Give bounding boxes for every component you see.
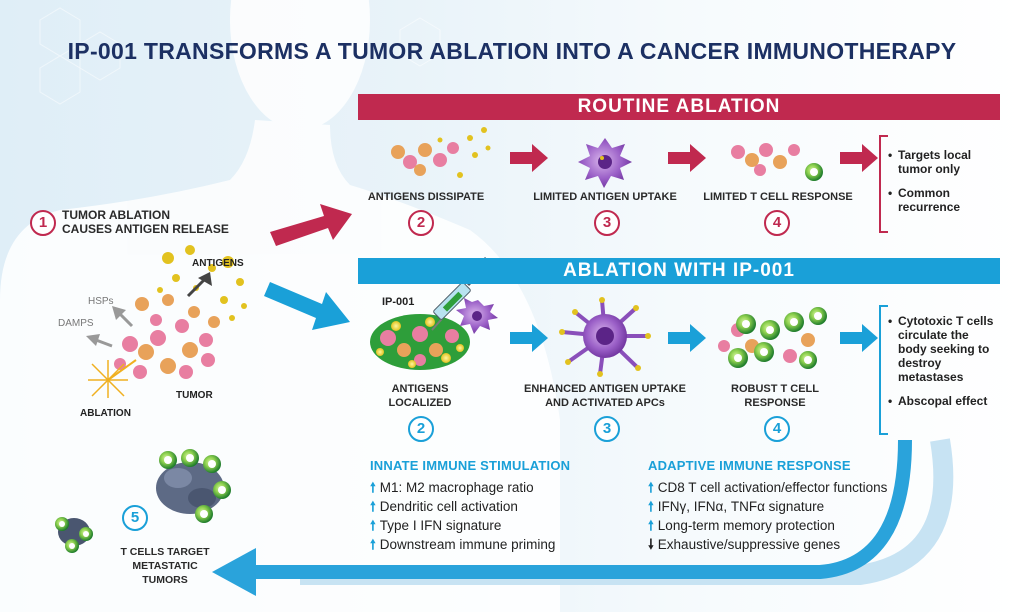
routine-pathway-arrow xyxy=(270,204,352,246)
routine-step-arrows xyxy=(510,144,878,172)
innate-item: 🠕Type I IFN signature xyxy=(370,516,555,535)
step5-number: 5 xyxy=(122,505,148,531)
up-arrow-icon: 🠕 xyxy=(648,499,654,514)
routine-tcell-response xyxy=(731,143,823,181)
ip001-step3-label: ENHANCED ANTIGEN UPTAKE AND ACTIVATED AP… xyxy=(520,382,690,410)
adaptive-item-text: CD8 T cell activation/effector functions xyxy=(657,480,888,495)
routine-step3-number: 3 xyxy=(594,210,620,236)
step1-label-line: TUMOR ABLATION xyxy=(62,208,170,222)
adaptive-item-text: Long-term memory protection xyxy=(657,518,835,533)
up-arrow-icon: 🠕 xyxy=(648,480,654,495)
routine-bracket xyxy=(879,135,888,233)
innate-list: 🠕M1: M2 macrophage ratio 🠕Dendritic cell… xyxy=(370,478,555,554)
antigens-label: ANTIGENS xyxy=(192,258,244,269)
routine-step2-label: ANTIGENS DISSIPATE xyxy=(367,191,485,203)
routine-apc-cell xyxy=(578,138,632,188)
routine-step4-label: LIMITED T CELL RESPONSE xyxy=(703,191,853,203)
ip001-step4-label-line: RESPONSE xyxy=(744,397,806,409)
ip001-step4-label-line: ROBUST T CELL xyxy=(731,383,819,395)
return-arrow-main xyxy=(250,439,912,579)
step1-number: 1 xyxy=(30,210,56,236)
up-arrow-icon: 🠕 xyxy=(648,518,654,533)
up-arrow-icon: 🠕 xyxy=(370,537,376,552)
adaptive-item: 🠕IFNγ, IFNα, TNFα signature xyxy=(648,497,887,516)
ip001-drug-label: IP-001 xyxy=(382,296,415,308)
innate-item-text: Type I IFN signature xyxy=(379,518,502,533)
ip001-step4-number: 4 xyxy=(764,416,790,442)
up-arrow-icon: 🠕 xyxy=(370,518,376,533)
ip001-apc-small xyxy=(456,298,498,334)
return-arrowhead xyxy=(212,548,256,596)
step5-label-line: T CELLS TARGET xyxy=(120,546,210,558)
metastatic-tumor-large xyxy=(156,449,231,523)
step1-label-line: CAUSES ANTIGEN RELEASE xyxy=(62,222,229,236)
adaptive-item: 🠕Long-term memory protection xyxy=(648,516,887,535)
innate-item: 🠕Downstream immune priming xyxy=(370,535,555,554)
adaptive-item-text: IFNγ, IFNα, TNFα signature xyxy=(657,499,825,514)
tumor-label: TUMOR xyxy=(176,390,213,401)
damps-label: DAMPS xyxy=(58,318,94,329)
ip001-step2-number: 2 xyxy=(408,416,434,442)
ip001-step-arrows xyxy=(510,324,878,352)
return-arrow xyxy=(300,438,954,585)
up-arrow-icon: 🠕 xyxy=(370,480,376,495)
metastatic-tumor-small xyxy=(55,517,93,553)
page-title: IP-001 TRANSFORMS A TUMOR ABLATION INTO … xyxy=(67,38,957,64)
adaptive-item: 🠕CD8 T cell activation/effector function… xyxy=(648,478,887,497)
innate-item: 🠕Dendritic cell activation xyxy=(370,497,555,516)
ablation-label: ABLATION xyxy=(80,408,131,419)
adaptive-list: 🠕CD8 T cell activation/effector function… xyxy=(648,478,887,554)
innate-item-text: M1: M2 macrophage ratio xyxy=(379,480,534,495)
ip001-gel-cluster xyxy=(370,314,470,370)
ip001-pathway-arrow xyxy=(264,282,350,330)
routine-outcomes: Targets local tumor only Common recurren… xyxy=(888,148,998,224)
ip001-outcome-item: Abscopal effect xyxy=(888,394,1000,408)
ip001-bracket xyxy=(879,305,888,435)
routine-step4-number: 4 xyxy=(764,210,790,236)
body-silhouette xyxy=(0,0,560,612)
ip001-outcome-item: Cytotoxic T cells circulate the body see… xyxy=(888,314,1000,384)
ip001-step3-number: 3 xyxy=(594,416,620,442)
routine-step3-label: LIMITED ANTIGEN UPTAKE xyxy=(533,191,677,203)
innate-item: 🠕M1: M2 macrophage ratio xyxy=(370,478,555,497)
down-arrow-icon: 🠗 xyxy=(648,537,654,552)
adaptive-heading: ADAPTIVE IMMUNE RESPONSE xyxy=(648,458,851,473)
activated-apc-cell xyxy=(559,297,651,377)
ip001-ablation-banner: ABLATION WITH IP-001 xyxy=(358,258,1000,284)
adaptive-item-text: Exhaustive/suppressive genes xyxy=(657,537,841,552)
routine-ablation-banner: ROUTINE ABLATION xyxy=(358,94,1000,120)
routine-outcome-item: Targets local tumor only xyxy=(888,148,998,176)
hex-pattern xyxy=(39,7,441,105)
innate-item-text: Downstream immune priming xyxy=(379,537,556,552)
ip001-step3-label-line: AND ACTIVATED APCs xyxy=(545,397,665,409)
ip001-step2-label-line: LOCALIZED xyxy=(388,397,452,409)
adaptive-item: 🠗Exhaustive/suppressive genes xyxy=(648,535,887,554)
ip001-step2-label-line: ANTIGENS xyxy=(391,383,449,395)
robust-tcell-cluster xyxy=(718,307,827,369)
routine-outcome-item: Common recurrence xyxy=(888,186,998,214)
routine-dissipated-cells xyxy=(391,127,491,178)
hsps-label: HSPs xyxy=(88,296,114,307)
step5-label: T CELLS TARGET METASTATIC TUMORS xyxy=(110,545,220,587)
innate-heading: INNATE IMMUNE STIMULATION xyxy=(370,458,571,473)
innate-item-text: Dendritic cell activation xyxy=(379,499,518,514)
ablation-burst-icon xyxy=(88,359,137,398)
step1-label: TUMOR ABLATION CAUSES ANTIGEN RELEASE xyxy=(62,208,229,236)
tumor-ablation-scene xyxy=(86,245,247,398)
syringe-icon xyxy=(431,256,498,331)
step5-label-line: METASTATIC xyxy=(132,560,198,572)
up-arrow-icon: 🠕 xyxy=(370,499,376,514)
ip001-step2-label: ANTIGENS LOCALIZED xyxy=(370,382,470,410)
step5-label-line: TUMORS xyxy=(142,574,188,586)
ip001-step3-label-line: ENHANCED ANTIGEN UPTAKE xyxy=(524,383,686,395)
ip001-step4-label: ROBUST T CELL RESPONSE xyxy=(720,382,830,410)
ip001-outcomes: Cytotoxic T cells circulate the body see… xyxy=(888,314,1000,418)
routine-step2-number: 2 xyxy=(408,210,434,236)
